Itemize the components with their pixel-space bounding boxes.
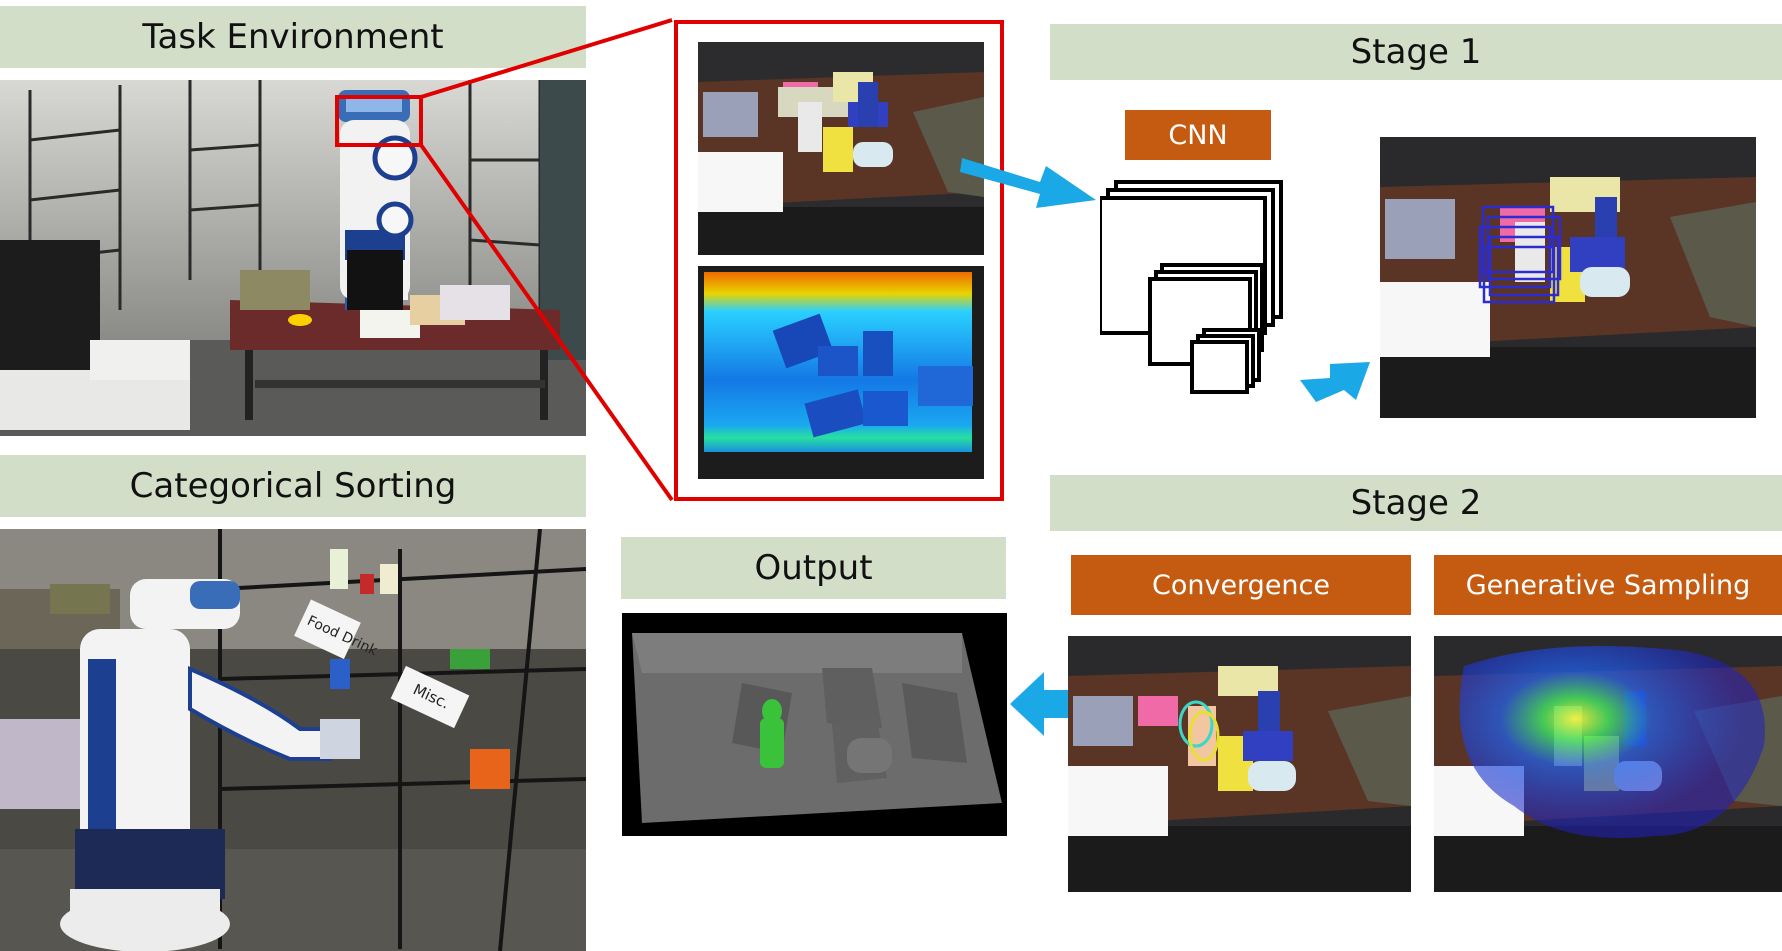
output-point-cloud: [622, 613, 1007, 836]
arrow-to-output: [1010, 672, 1068, 736]
convergence-box: Convergence: [1071, 555, 1411, 615]
stage1-label: Stage 1: [1350, 32, 1482, 72]
task-environment-label: Task Environment: [142, 17, 444, 57]
convergence-image: [1068, 636, 1411, 892]
cnn-layers-diagram: [1100, 180, 1283, 394]
cnn-box: CNN: [1125, 110, 1271, 160]
output-label: Output: [754, 548, 873, 588]
categorical-sorting-label: Categorical Sorting: [129, 466, 457, 506]
detection-result-image: [1380, 137, 1756, 418]
generative-sampling-label: Generative Sampling: [1465, 569, 1751, 601]
rgb-image: [698, 42, 984, 255]
stage2-label: Stage 2: [1350, 483, 1482, 523]
task-environment-header: Task Environment: [0, 6, 586, 68]
output-header: Output: [621, 537, 1006, 599]
cnn-label: CNN: [1168, 119, 1228, 151]
convergence-label: Convergence: [1151, 569, 1331, 601]
categorical-sorting-header: Categorical Sorting: [0, 455, 586, 517]
stage2-header: Stage 2: [1050, 475, 1782, 531]
arrow-to-cnn: [960, 158, 1096, 208]
generative-sampling-image: [1434, 636, 1782, 892]
task-environment-photo: [0, 80, 586, 436]
stage1-header: Stage 1: [1050, 24, 1782, 80]
depth-image: [698, 266, 984, 479]
arrow-to-detection: [1300, 362, 1370, 402]
categorical-sorting-photo: Food Drink Misc.: [0, 529, 586, 951]
generative-sampling-box: Generative Sampling: [1434, 555, 1782, 615]
